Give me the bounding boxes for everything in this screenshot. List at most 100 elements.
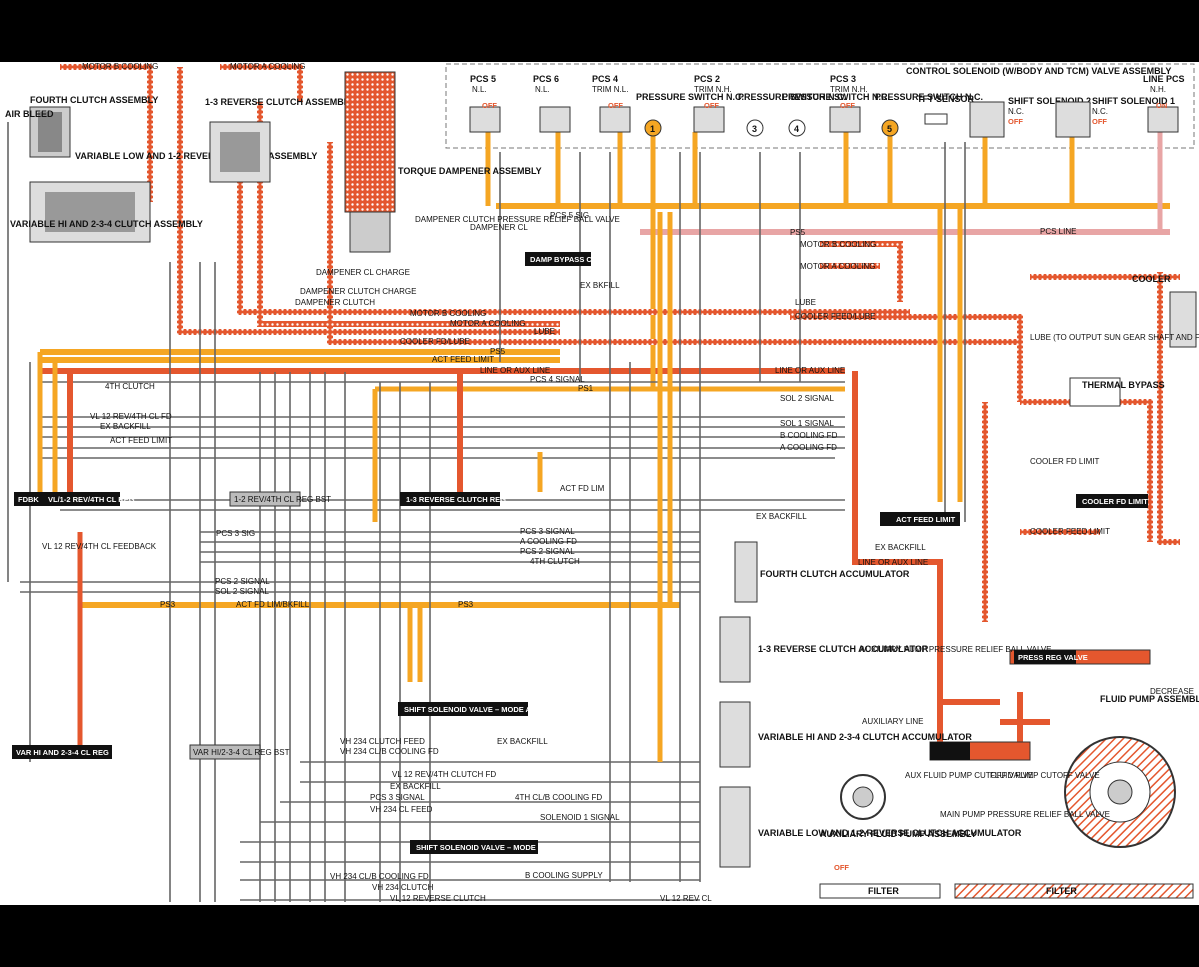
svg-text:TRIM N.L.: TRIM N.L. (592, 85, 628, 94)
svg-text:SHIFT SOLENOID 1: SHIFT SOLENOID 1 (1092, 96, 1175, 106)
lbl-pcs2-signal: PCS 2 SIGNAL (520, 547, 575, 556)
varhi-bst-valve: VAR HI/2-3-4 CL REG BST (189, 744, 290, 760)
vertical-signal-lines (7, 122, 966, 902)
press-reg-valve: PRESS REG VALVE (1009, 649, 1151, 665)
damp-relief-label: DAMPENER CLUTCH PRESSURE RELIEF BALL VAL… (415, 215, 620, 224)
svg-text:OFF: OFF (840, 101, 855, 110)
lbl-motor-a-cooling-3: MOTOR A COOLING (800, 262, 875, 271)
solenoid-feed-drops (485, 132, 1163, 389)
lbl-vh234-clutch: VH 234 CLUTCH (372, 883, 434, 892)
svg-text:FLUID PUMP CUTOFF VALVE: FLUID PUMP CUTOFF VALVE (990, 771, 1100, 780)
shift-valve-mode-b: SHIFT SOLENOID VALVE – MODE B (410, 840, 544, 854)
varhi-reg-valve: VAR HI AND 2-3-4 CL REG (12, 745, 112, 759)
svg-text:3: 3 (752, 124, 757, 134)
torque-dampener-assembly (344, 71, 396, 253)
lbl-cooler-fd-lube: COOLER FD/LUBE (400, 337, 470, 346)
act-feed-limit-valve: ACT FEED LIMIT (880, 512, 960, 526)
filters: FILTER FILTER (819, 883, 1194, 899)
lbl-ex-backfill-2: EX BACKFILL (100, 422, 151, 431)
svg-text:TRIM N.H.: TRIM N.H. (830, 85, 868, 94)
aux-pump-assembly: AUXILIARY FLUID PUMP ASSEMBLY OFF (820, 774, 977, 872)
lbl-pcs3-sig: PCS 3 SIG (216, 529, 255, 538)
lbl-vh234-cooling-fd: VH 234 CL/B COOLING FD (340, 747, 439, 756)
lbl-vl12-feedback: VL 12 REV/4TH CL FEEDBACK (42, 542, 157, 551)
lbl-line-aux-2: LINE OR AUX LINE (775, 366, 845, 375)
lbl-vh234-cooling-fd-2: VH 234 CL/B COOLING FD (330, 872, 429, 881)
pressure-switch-4: PRESSURE SWITCH N.C. 4 (782, 92, 890, 137)
svg-text:1: 1 (650, 124, 655, 134)
svg-text:FDBK: FDBK (18, 495, 39, 504)
thermal-bypass: THERMAL BYPASS (1069, 377, 1165, 407)
lbl-ps3-2: PS3 (458, 600, 474, 609)
lbl-act-feed-limit-2: ACT FEED LIMIT (110, 436, 172, 445)
svg-text:PCS 3: PCS 3 (830, 74, 856, 84)
fourth-clutch-assembly (29, 106, 71, 158)
lbl-a-cooling-fd: A COOLING FD (780, 443, 837, 452)
svg-text:OFF: OFF (608, 101, 623, 110)
svg-text:PRESSURE SWITCH N.C.: PRESSURE SWITCH N.C. (738, 92, 846, 102)
rev-clutch-assembly (209, 121, 271, 183)
svg-text:OFF: OFF (834, 863, 849, 872)
pressure-switch-1: PRESSURE SWITCH N.C. 1 (636, 92, 744, 137)
lbl-auxiliary-line: AUXILIARY LINE (862, 717, 924, 726)
acc-varhi-label: VARIABLE HI AND 2-3-4 CLUTCH ACCUMULATOR (758, 732, 972, 742)
svg-text:COOLER FD LIMIT: COOLER FD LIMIT (1082, 497, 1148, 506)
cooler-fd-limit-valve: COOLER FD LIMIT (1076, 494, 1148, 508)
cooler: COOLER (1132, 274, 1197, 348)
svg-text:1-2 REV/4TH CL REG BST: 1-2 REV/4TH CL REG BST (234, 495, 331, 504)
line-pcs-solenoid: LINE PCS N.H. ON (1143, 74, 1185, 133)
svg-text:OFF: OFF (1008, 117, 1023, 126)
lbl-solenoid1-signal: SOLENOID 1 SIGNAL (540, 813, 620, 822)
svg-text:5: 5 (887, 124, 892, 134)
svg-text:N.L.: N.L. (535, 85, 550, 94)
lbl-motor-b-cooling-3: MOTOR B COOLING (800, 240, 876, 249)
lbl-ps1: PS1 (578, 384, 594, 393)
lbl-pcs4-signal: PCS 4 SIGNAL (530, 375, 585, 384)
lbl-cooler-feed-lube: COOLER FEED/LUBE (795, 312, 875, 321)
svg-text:FILTER: FILTER (1046, 886, 1077, 896)
tft-sensor: TFT SENSOR (917, 94, 975, 125)
lbl-act-feed-limit: ACT FEED LIMIT (432, 355, 494, 364)
lbl-vh234-clutch-feed: VH 234 CLUTCH FEED (340, 737, 425, 746)
lbl-pcs2-signal-2: PCS 2 SIGNAL (215, 577, 270, 586)
pcs4-solenoid: PCS 4 TRIM N.L. OFF (592, 74, 631, 133)
lbl-dampener-cl-charge: DAMPENER CL CHARGE (316, 268, 410, 277)
control-assembly-title: CONTROL SOLENOID (W/BODY AND TCM) VALVE … (906, 66, 1171, 76)
main-pump-assembly: FLUID PUMP ASSEMBLY (1064, 694, 1199, 848)
lbl-ps5: PS5 (490, 347, 506, 356)
svg-text:1-3 REVERSE CLUTCH REG: 1-3 REVERSE CLUTCH REG (406, 495, 506, 504)
svg-text:THERMAL BYPASS: THERMAL BYPASS (1082, 380, 1165, 390)
pcs6-solenoid: PCS 6 N.L. (533, 74, 571, 133)
lbl-vl12-rev4-clutch-fd: VL 12 REV/4TH CLUTCH FD (392, 770, 496, 779)
act-feed-verticals (37, 206, 963, 762)
lbl-4th-clutch-2: 4TH CLUTCH (105, 382, 155, 391)
fourth-clutch-label: FOURTH CLUTCH ASSEMBLY (30, 95, 158, 105)
vl12-reg-valve: FDBK VL/1-2 REV/4TH CL REG (14, 492, 135, 506)
svg-text:PCS 4: PCS 4 (592, 74, 618, 84)
acc-fourth-label: FOURTH CLUTCH ACCUMULATOR (760, 569, 910, 579)
pcs3-solenoid: PCS 3 TRIM N.H. OFF (829, 74, 868, 133)
svg-text:FILTER: FILTER (868, 886, 899, 896)
pressure-switch-3: PRESSURE SWITCH N.C. 3 (738, 92, 846, 137)
lbl-ex-backfill-4: EX BACKFILL (875, 543, 926, 552)
svg-text:PRESS REG VALVE: PRESS REG VALVE (1018, 653, 1088, 662)
svg-text:AUXILIARY FLUID PUMP ASSEMBLY: AUXILIARY FLUID PUMP ASSEMBLY (820, 829, 977, 839)
lbl-sol1-signal: SOL 1 SIGNAL (780, 419, 835, 428)
damp-bypass-valve: DAMP BYPASS CL (525, 252, 597, 266)
lbl-motor-a-cooling: MOTOR A COOLING (230, 62, 305, 71)
svg-text:PRESSURE SWITCH N.C.: PRESSURE SWITCH N.C. (636, 92, 744, 102)
air-bleed-label: AIR BLEED (5, 109, 54, 119)
svg-text:SHIFT SOLENOID VALVE – MODE B: SHIFT SOLENOID VALVE – MODE B (416, 843, 544, 852)
shift-valve-mode-a: SHIFT SOLENOID VALVE – MODE A (398, 702, 532, 716)
svg-text:OFF: OFF (704, 101, 719, 110)
lbl-ex-backfill-5: EX BACKFILL (497, 737, 548, 746)
lbl-motor-b-cooling-2: MOTOR B COOLING (410, 309, 486, 318)
svg-text:PCS 2: PCS 2 (694, 74, 720, 84)
svg-text:OFF: OFF (1092, 117, 1107, 126)
shift-solenoid-2: SHIFT SOLENOID 2 N.C. OFF (969, 96, 1091, 138)
lbl-act-fd-lim-bkfill: ACT FD LIM/BKFILL (236, 600, 310, 609)
svg-text:ACT FEED LIMIT: ACT FEED LIMIT (896, 515, 956, 524)
svg-text:FLUID PUMP ASSEMBLY: FLUID PUMP ASSEMBLY (1100, 694, 1199, 704)
svg-text:PRESSURE SWITCH N.C.: PRESSURE SWITCH N.C. (875, 92, 983, 102)
svg-text:N.C.: N.C. (1092, 107, 1108, 116)
